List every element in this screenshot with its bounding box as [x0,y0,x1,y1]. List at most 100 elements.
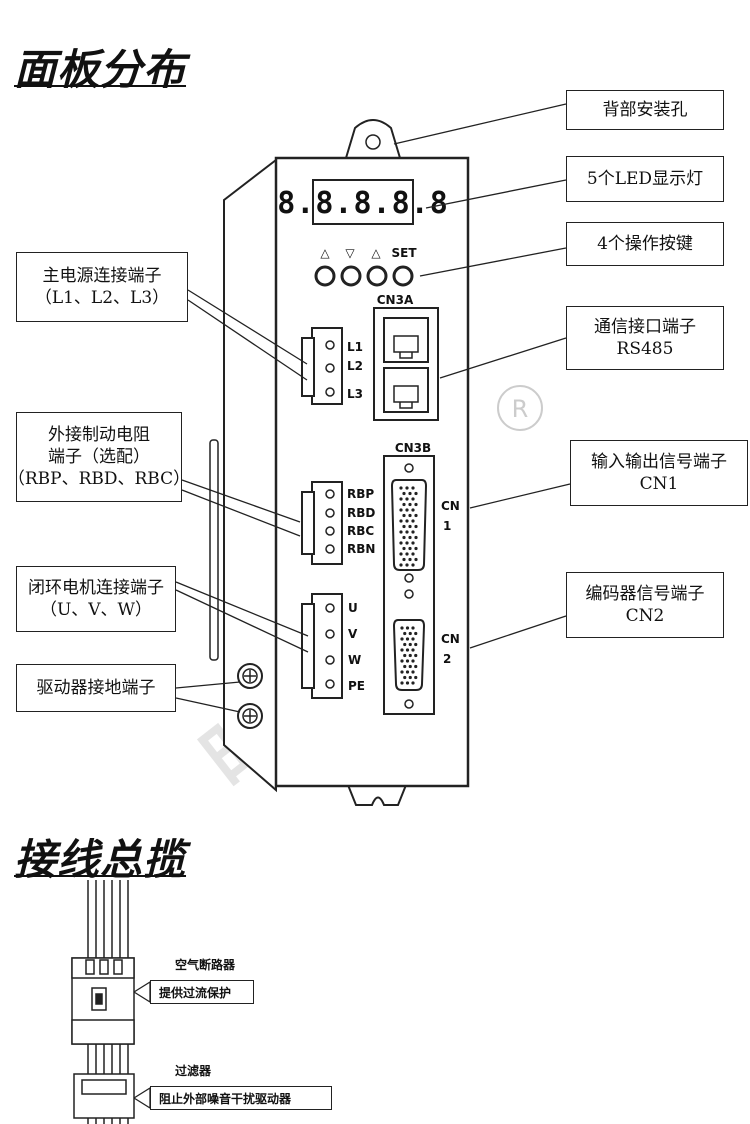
connector-pin [411,563,415,567]
button-set [392,265,414,287]
connector-pin [400,659,404,663]
svg-text:R: R [512,395,529,423]
connector-pin [405,626,410,630]
connector-pin [414,535,418,540]
connector-pin [411,508,415,512]
connector-pin [408,642,412,647]
connector-pin [402,546,406,551]
connector-pin [405,519,409,523]
connector-pin [408,491,412,496]
brake-terminal-label-1: RBD [347,506,375,520]
motor-terminal [301,593,343,699]
callout-ground: 驱动器接地端子 [16,664,176,712]
connector-pin [399,552,403,556]
connector-pin [414,653,418,658]
connector-pin [411,659,415,663]
connector-pin [414,491,418,496]
connector-pin [405,530,409,534]
connector-pin [405,563,409,567]
power-terminal-label-1: L2 [347,359,363,373]
connector-pin [405,659,410,663]
button-up-2 [366,265,388,287]
breaker-label: 空气断路器 [175,958,236,972]
connector-pin [403,642,407,647]
rj45-port-lower [383,367,429,413]
cn1-number: 1 [443,519,451,533]
connector-pin [414,502,418,507]
brake-terminal-label-3: RBN [347,542,375,556]
connector-pin [402,524,406,529]
key-label-1: ▽ [345,246,355,260]
cn1-db-connector [390,479,428,571]
connector-pin [399,519,403,523]
ground-screw-upper-icon [237,663,263,689]
connector-pin [405,670,410,674]
button-down [340,265,362,287]
connector-pin [411,519,415,523]
connector-pin [414,524,418,529]
connector-pin [408,653,412,658]
connector-pin [399,486,403,490]
key-label-0: △ [320,246,330,260]
callout-motor: 闭环电机连接端子（U、V、W） [16,566,176,632]
breaker-note: 提供过流保护 [150,980,254,1004]
connector-pin [399,508,403,512]
connector-pin [414,631,418,636]
connector-pin [411,648,415,652]
mount-tab-bottom [346,784,408,806]
callout-main-power: 主电源连接端子（L1、L2、L3） [16,252,188,322]
brake-resistor-terminal [301,481,343,565]
connector-pin [402,502,406,507]
connector-pin [399,563,403,567]
cn2-label: CN [441,632,460,646]
connector-pin [400,670,404,674]
side-slot [209,439,219,661]
callout-led: 5个LED显示灯 [566,156,724,202]
connector-pin [411,486,415,490]
callout-brake: 外接制动电阻端子（选配）（RBP、RBD、RBC） [8,412,190,502]
ground-screw-lower-icon [237,703,263,729]
connector-pin [414,642,418,647]
connector-pin [402,557,406,562]
cn3a-label: CN3A [377,293,414,307]
cn3b-label: CN3B [395,441,431,455]
wiring-drawing [71,880,135,1124]
connector-pin [408,557,412,562]
button-up-1 [314,265,336,287]
power-terminal-label-0: L1 [347,340,363,354]
connector-pin [411,552,415,556]
cn1-label: CN [441,499,460,513]
brake-terminal-label-0: RBP [347,487,374,501]
filter-note: 阻止外部噪音干扰驱动器 [150,1086,332,1110]
motor-terminal-label-1: V [348,627,358,641]
power-terminal [301,327,343,405]
filter-label: 过滤器 [175,1064,212,1078]
connector-pin [408,631,412,636]
connector-pin [411,670,415,674]
connector-pin [408,535,412,540]
rj45-port-upper [383,317,429,363]
connector-pin [400,637,404,641]
connector-pin [403,664,407,669]
operation-buttons [314,265,414,287]
connector-pin [405,552,409,556]
connector-pin [414,664,418,669]
key-label-3: SET [391,246,417,260]
motor-terminal-label-2: W [348,653,361,667]
connector-pin [405,508,409,512]
connector-pin [408,546,412,551]
connector-pin [402,535,406,540]
connector-pin [405,486,409,490]
connector-pin [414,546,418,551]
connector-pin [405,497,409,501]
driver-side [223,157,277,793]
registered-mark [497,385,543,431]
connector-pin [400,681,404,685]
callout-mount-hole: 背部安装孔 [566,90,724,130]
connector-pin [403,653,407,658]
cn2-number: 2 [443,652,451,666]
